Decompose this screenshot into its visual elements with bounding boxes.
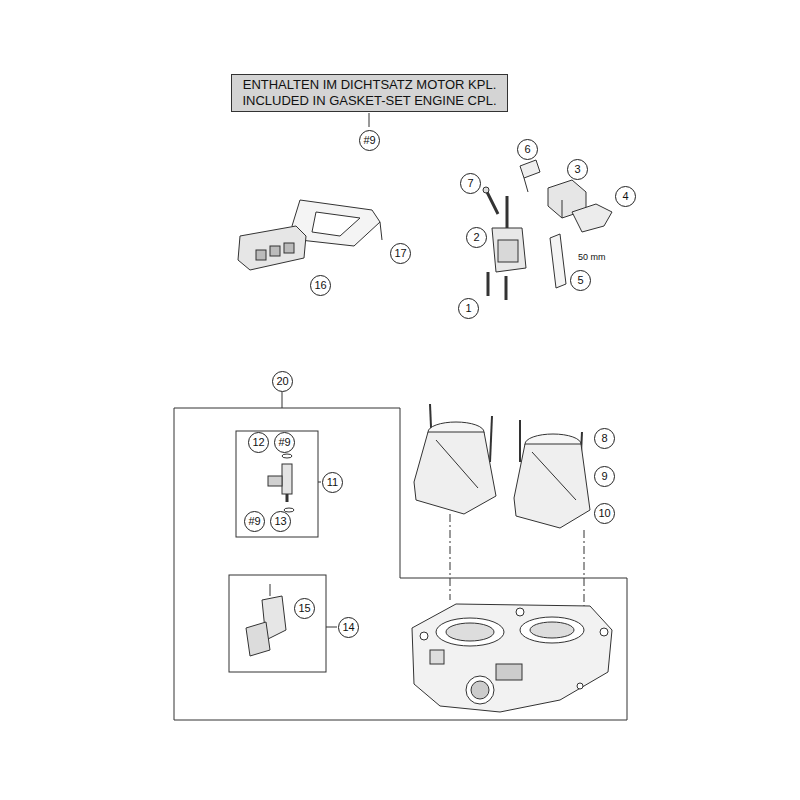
callout-number: 1 xyxy=(458,298,479,319)
sensor-2 xyxy=(498,240,518,262)
dimension-label: 50 mm xyxy=(577,252,607,263)
bracket-6 xyxy=(524,178,528,192)
sensor-15 xyxy=(270,584,271,596)
throttle-bore xyxy=(436,618,504,646)
ecu-16 xyxy=(238,226,306,270)
intake-boot-10 xyxy=(436,440,478,488)
callout-number: 9 xyxy=(594,466,615,487)
sensor-15 xyxy=(246,622,270,656)
sensor-2-nozzle xyxy=(506,196,509,228)
bolt-8 xyxy=(519,420,521,462)
injector-11 xyxy=(286,494,289,502)
bracket-6 xyxy=(520,160,540,178)
mount-hole xyxy=(577,683,583,689)
callout-number: 12 xyxy=(248,432,269,453)
callout-number: 13 xyxy=(270,511,291,532)
mount-hole xyxy=(516,608,524,616)
ecu-connector xyxy=(270,246,280,256)
connector-3 xyxy=(562,200,563,218)
callout-number: 10 xyxy=(594,503,615,524)
callout-number: 16 xyxy=(310,275,331,296)
callout-number: 14 xyxy=(338,617,359,638)
sensor-2 xyxy=(492,228,526,272)
callout-number: #9 xyxy=(244,511,265,532)
mount-hole xyxy=(600,628,608,636)
throttle-bore xyxy=(446,623,494,641)
alignment-line xyxy=(450,514,451,600)
intake-boot-10 xyxy=(514,444,590,528)
callout-number: 2 xyxy=(466,227,487,248)
callout-number: 5 xyxy=(570,270,591,291)
alignment-line xyxy=(584,530,585,612)
note-box: ENTHALTEN IM DICHTSATZ MOTOR KPL.INCLUDE… xyxy=(231,74,508,112)
leader-line xyxy=(282,392,283,408)
callout-number: #9 xyxy=(359,130,380,151)
hose-5 xyxy=(550,234,566,288)
injector-11 xyxy=(282,464,292,494)
screw-1 xyxy=(487,272,490,296)
throttle-bore xyxy=(530,622,574,638)
bracket-17 xyxy=(312,212,360,236)
screw-1 xyxy=(505,276,508,300)
mount-hole xyxy=(420,632,428,640)
throttle-outlet xyxy=(466,676,494,704)
group-frame xyxy=(174,408,627,720)
callout-number: 11 xyxy=(322,472,343,493)
callout-number: 6 xyxy=(517,139,538,160)
sensor-4 xyxy=(572,204,612,232)
callout-number: 20 xyxy=(272,371,293,392)
throttle-sensor xyxy=(430,650,444,664)
callout-number: 3 xyxy=(567,159,588,180)
callout-number: 17 xyxy=(390,243,411,264)
group-box xyxy=(229,575,326,672)
injector-11 xyxy=(268,476,282,486)
ecu-connector xyxy=(284,243,294,253)
throttle-spring xyxy=(496,664,522,680)
callout-number: 7 xyxy=(460,173,481,194)
throttle-outlet xyxy=(471,681,489,699)
callout-number: #9 xyxy=(274,432,295,453)
throttle-bore xyxy=(520,617,584,643)
screw-7 xyxy=(483,187,489,193)
leader-line xyxy=(369,113,370,127)
intake-boot-10 xyxy=(414,432,496,514)
note-text: ENTHALTEN IM DICHTSATZ MOTOR KPL. xyxy=(240,77,499,93)
bracket-17 xyxy=(380,222,382,240)
intake-boot-10 xyxy=(532,452,576,500)
group-box xyxy=(236,431,318,537)
ecu-connector xyxy=(256,250,266,260)
bolt-8 xyxy=(490,416,492,462)
throttle-body xyxy=(412,604,612,712)
o-ring-12 xyxy=(282,454,292,458)
callout-number: 15 xyxy=(294,598,315,619)
leader-line xyxy=(318,482,321,483)
callout-number: 4 xyxy=(615,186,636,207)
screw-7 xyxy=(486,190,498,214)
note-text: INCLUDED IN GASKET-SET ENGINE CPL. xyxy=(240,93,499,109)
callout-number: 8 xyxy=(594,428,615,449)
leader-line xyxy=(326,627,337,628)
